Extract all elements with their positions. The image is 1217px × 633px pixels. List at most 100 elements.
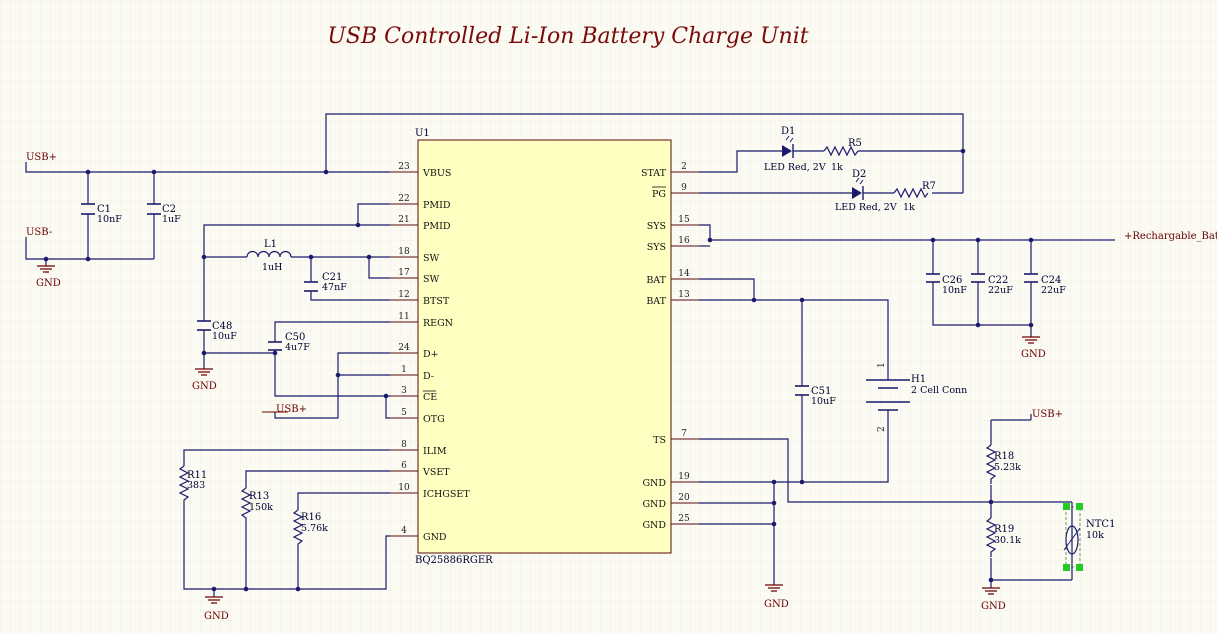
gnd-label: GND xyxy=(981,601,1006,612)
d2-value: LED Red, 2V xyxy=(835,202,897,213)
ic-u1[interactable]: U1 BQ25886RGER xyxy=(415,128,672,566)
pin-name: SW xyxy=(423,274,440,285)
usb-plus-flag-d-plus: USB+ xyxy=(262,404,307,415)
wires xyxy=(25,113,1115,597)
pin-num: 25 xyxy=(678,514,690,524)
inductor-l1[interactable]: L1 1uH xyxy=(246,239,292,273)
pin-num: 3 xyxy=(401,386,407,396)
c21-value: 47nF xyxy=(322,282,347,293)
pin-name: SYS xyxy=(647,242,666,253)
c51-ref: C51 xyxy=(811,386,831,397)
gnd-label: GND xyxy=(1021,349,1046,360)
pin-num: 13 xyxy=(678,290,690,300)
resistor-r16[interactable]: R16 5.76k xyxy=(292,509,328,547)
h1-ref: H1 xyxy=(911,374,926,385)
ground-symbol-3: GND xyxy=(204,596,229,622)
r7-ref: R7 xyxy=(922,181,936,192)
pin-name: BAT xyxy=(646,296,666,307)
battery-connector-h1[interactable]: 1 2 H1 2 Cell Conn xyxy=(866,360,967,432)
capacitor-c2[interactable]: C2 1uF xyxy=(147,203,181,225)
r19-ref: R19 xyxy=(994,524,1014,535)
d1-ref: D1 xyxy=(781,126,795,137)
r16-ref: R16 xyxy=(301,512,321,523)
l1-value: 1uH xyxy=(262,262,282,273)
resistor-r5[interactable]: R5 1k xyxy=(823,138,862,173)
c22-value: 22uF xyxy=(988,285,1013,296)
capacitor-c24[interactable]: C24 22uF xyxy=(1024,273,1066,296)
pin-name: BTST xyxy=(423,296,450,307)
pin-num: 16 xyxy=(678,236,690,246)
pin-num: 8 xyxy=(401,440,407,450)
pin-name: GND xyxy=(642,520,666,531)
capacitor-c51[interactable]: C51 10uF xyxy=(795,385,836,407)
pin-num: 23 xyxy=(398,162,410,172)
pin-name: PG xyxy=(652,189,666,200)
capacitor-c22[interactable]: C22 22uF xyxy=(971,273,1013,296)
capacitor-c48[interactable]: C48 10uF xyxy=(197,320,237,342)
resistor-r19[interactable]: R19 30.1k xyxy=(985,517,1021,557)
pin-name: OTG xyxy=(423,414,445,425)
ground-symbol-6: GND xyxy=(1021,336,1046,360)
pin-name: STAT xyxy=(641,168,667,179)
capacitor-c50[interactable]: C50 4u7F xyxy=(268,332,310,353)
pin-num: 24 xyxy=(398,343,410,353)
pin-num: 19 xyxy=(678,472,690,482)
net-usb-plus: USB+ xyxy=(26,152,57,163)
c2-ref: C2 xyxy=(162,204,176,215)
h1-value: 2 Cell Conn xyxy=(911,385,967,396)
pin-name: D- xyxy=(423,371,434,382)
c50-value: 4u7F xyxy=(285,342,310,353)
r11-ref: R11 xyxy=(187,470,207,481)
r7-value: 1k xyxy=(903,202,915,213)
pin-name: ICHGSET xyxy=(423,489,470,500)
ic-ref: U1 xyxy=(415,128,430,139)
ntc1-ref: NTC1 xyxy=(1086,519,1115,530)
resistor-r7[interactable]: R7 1k xyxy=(893,181,936,213)
led-d2[interactable]: D2 LED Red, 2V xyxy=(835,169,897,213)
ground-symbol-4: GND xyxy=(764,584,789,610)
ground-symbol-2: GND xyxy=(192,368,217,392)
resistor-r11[interactable]: R11 383 xyxy=(178,465,207,504)
pin-name: VSET xyxy=(422,467,450,478)
ic-part: BQ25886RGER xyxy=(415,555,493,566)
resistor-r13[interactable]: R13 150k xyxy=(240,487,273,522)
pin-num: 9 xyxy=(681,183,687,193)
pin-num: 2 xyxy=(681,162,687,172)
pin-name: BAT xyxy=(646,275,666,286)
pin-name: SW xyxy=(423,253,440,264)
capacitor-c1[interactable]: C1 10nF xyxy=(81,203,122,225)
pin-num: 22 xyxy=(398,194,409,204)
r5-value: 1k xyxy=(831,162,843,173)
net-usb-minus: USB- xyxy=(26,227,52,238)
pin-num: 7 xyxy=(681,429,687,439)
pin-name: VBUS xyxy=(422,168,451,179)
led-d1[interactable]: D1 LED Red, 2V xyxy=(764,126,826,173)
ground-symbol-1: GND xyxy=(36,265,61,289)
pin-num: 1 xyxy=(401,365,407,375)
pin-num: 6 xyxy=(401,461,407,471)
gnd-label: GND xyxy=(192,381,217,392)
pin-name: PMID xyxy=(423,221,451,232)
ground-symbol-5: GND xyxy=(981,587,1006,612)
c26-value: 10nF xyxy=(942,285,967,296)
gnd-label: GND xyxy=(764,599,789,610)
c24-ref: C24 xyxy=(1041,275,1061,286)
c2-value: 1uF xyxy=(162,214,181,225)
capacitor-c21[interactable]: C21 47nF xyxy=(304,272,347,293)
thermistor-ntc1[interactable]: NTC1 10k xyxy=(1063,502,1115,580)
pin-num: 18 xyxy=(398,247,410,257)
pin-num: 4 xyxy=(401,526,407,536)
c50-ref: C50 xyxy=(285,332,305,343)
usb-plus-flag-ts: USB+ xyxy=(1030,409,1063,420)
c21-ref: C21 xyxy=(322,272,342,283)
r16-value: 5.76k xyxy=(301,523,328,534)
schematic-title: USB Controlled Li-Ion Battery Charge Uni… xyxy=(327,24,808,49)
net-usb-plus-3: USB+ xyxy=(1032,409,1063,420)
gnd-label: GND xyxy=(204,611,229,622)
resistor-r18[interactable]: R18 5.23k xyxy=(985,444,1021,484)
pin-name: PMID xyxy=(423,200,451,211)
h1-pin1: 1 xyxy=(877,362,887,368)
pin-num: 10 xyxy=(398,483,410,493)
capacitor-c26[interactable]: C26 10nF xyxy=(926,273,967,296)
pin-name: GND xyxy=(642,478,666,489)
